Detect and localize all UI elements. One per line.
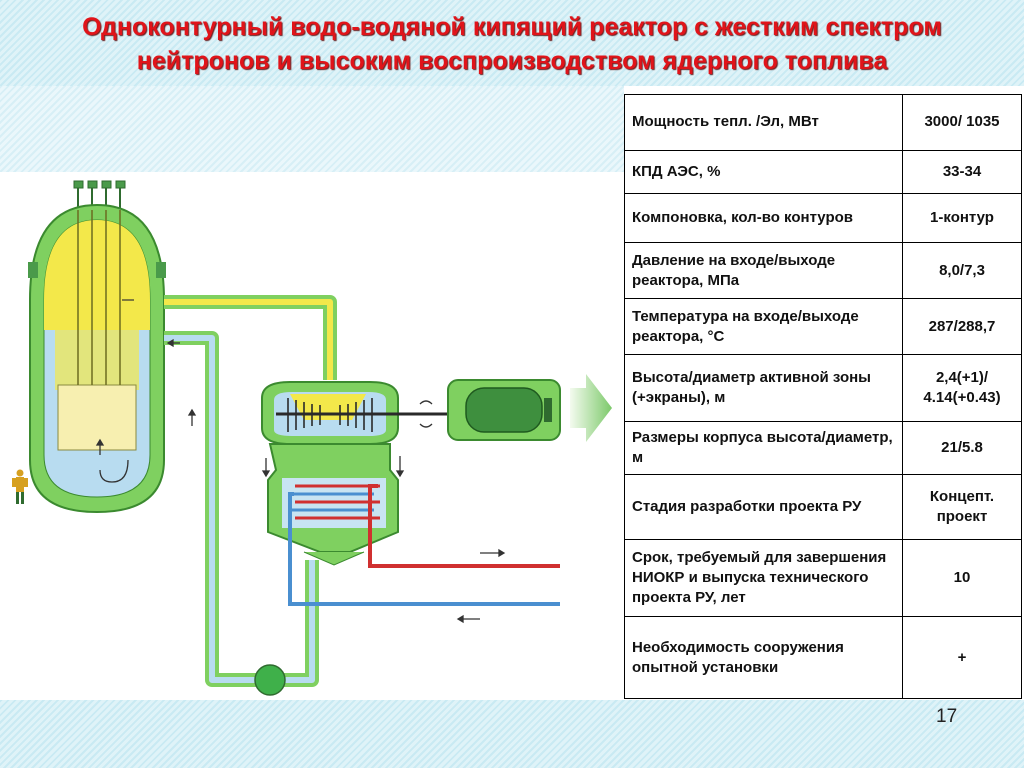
parameter-name: Необходимость сооружения опытной установ… xyxy=(624,616,903,699)
parameter-name: Компоновка, кол-во контуров xyxy=(624,192,903,244)
cooling-water-lines xyxy=(288,484,560,606)
person-figure xyxy=(12,469,28,504)
parameter-value: 1-контур xyxy=(902,192,1022,244)
table-row: КПД АЭС, %33-34 xyxy=(624,149,1022,194)
reactor-vessel xyxy=(28,203,166,514)
flow-arrows xyxy=(95,338,506,624)
steam-line xyxy=(122,295,337,380)
footer-background xyxy=(0,700,1024,768)
table-row: Температура на входе/выходе реактора, °С… xyxy=(624,298,1022,356)
parameter-value: 8,0/7,3 xyxy=(902,242,1022,300)
parameter-name: Температура на входе/выходе реактора, °С xyxy=(624,298,903,356)
table-row: Необходимость сооружения опытной установ… xyxy=(624,616,1022,699)
parameter-value: 2,4(+1)/ 4.14(+0.43) xyxy=(902,354,1022,422)
parameter-name: Стадия разработки проекта РУ xyxy=(624,474,903,540)
parameter-value: 3000/ 1035 xyxy=(902,94,1022,151)
condenser xyxy=(267,443,399,566)
slide-title-line-2: нейтронов и высоким воспроизводством яде… xyxy=(136,47,888,75)
table-row: Срок, требуемый для завершения НИОКР и в… xyxy=(624,538,1022,618)
parameter-value: 287/288,7 xyxy=(902,298,1022,356)
feedwater-return-line xyxy=(164,331,319,696)
parameter-name: Мощность тепл. /Эл, МВт xyxy=(624,94,903,151)
left-background-band xyxy=(0,86,624,172)
parameter-value: 33-34 xyxy=(902,149,1022,194)
parameter-value: + xyxy=(902,616,1022,699)
turbine xyxy=(261,381,470,445)
header-background xyxy=(0,0,1024,86)
slide-title: Одноконтурный водо-водяной кипящий реакт… xyxy=(0,10,1024,78)
circulation-pump-icon xyxy=(254,664,286,696)
parameter-name: Срок, требуемый для завершения НИОКР и в… xyxy=(624,538,903,618)
table-row: Высота/диаметр активной зоны (+экраны), … xyxy=(624,354,1022,422)
power-output-arrow-icon xyxy=(570,374,612,442)
slide-title-line-1: Одноконтурный водо-водяной кипящий реакт… xyxy=(82,13,942,41)
parameter-name: Высота/диаметр активной зоны (+экраны), … xyxy=(624,354,903,422)
reactor-schematic xyxy=(0,172,624,700)
reactor-schematic-svg xyxy=(12,180,612,696)
parameter-name: Размеры корпуса высота/диаметр, м xyxy=(624,420,903,476)
parameter-name: КПД АЭС, % xyxy=(624,149,903,194)
parameter-value: 21/5.8 xyxy=(902,420,1022,476)
generator xyxy=(447,379,561,441)
parameter-name: Давление на входе/выходе реактора, МПа xyxy=(624,242,903,300)
parameter-value: Концепт. проект xyxy=(902,474,1022,540)
parameter-value: 10 xyxy=(902,538,1022,618)
page-number: 17 xyxy=(936,706,958,727)
